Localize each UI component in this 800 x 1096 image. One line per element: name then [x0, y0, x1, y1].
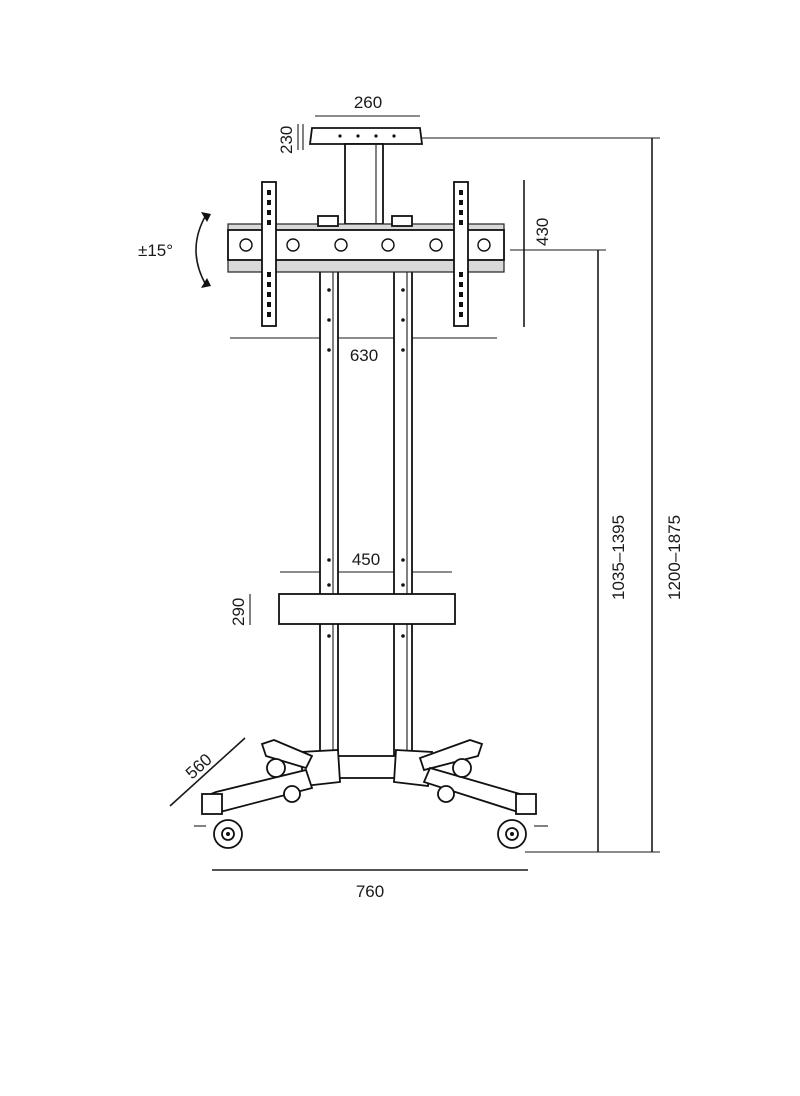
bracket-center-height-label: 1035–1395 [609, 515, 628, 600]
overall-height-label: 1200–1875 [665, 515, 684, 600]
poles [319, 269, 413, 756]
bracket-width-label: 630 [350, 346, 378, 365]
base-width-label: 760 [356, 882, 384, 901]
tilt-arrow-icon [195, 212, 211, 288]
top-shelf-width-label: 260 [354, 93, 382, 112]
dimension-lines [169, 115, 660, 871]
middle-shelf-width-label: 450 [352, 550, 380, 569]
base-depth-label: 560 [182, 750, 216, 783]
caster-wheels [194, 758, 548, 849]
right-arm-slots [459, 190, 463, 317]
top-camera-shelf [308, 127, 424, 225]
caster-base [194, 739, 548, 849]
bracket-height-label: 430 [533, 218, 552, 246]
tv-mount-bracket [227, 181, 505, 327]
top-shelf-height-label: 230 [277, 126, 296, 154]
middle-shelf [278, 593, 456, 625]
tilt-label: ±15° [138, 241, 173, 260]
middle-shelf-height-label: 290 [229, 598, 248, 626]
left-arm-slots [267, 190, 271, 317]
